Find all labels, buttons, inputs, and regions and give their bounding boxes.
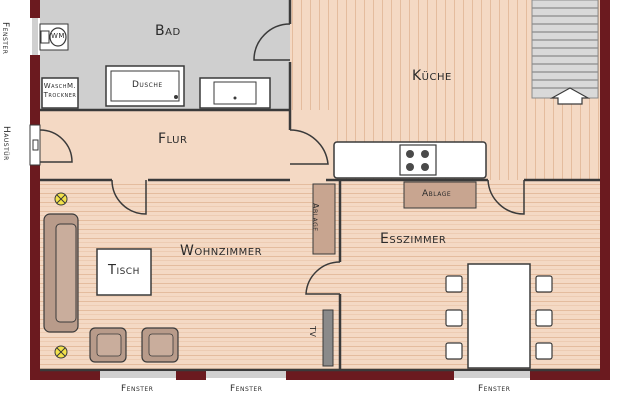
stairs-arrow-icon <box>549 87 591 105</box>
window-label-bottom-1: Fenster <box>121 384 154 394</box>
washer-dryer-label: WaschM. Trockner <box>42 82 78 100</box>
sink-unit <box>199 77 271 109</box>
wall-shelf <box>312 183 336 255</box>
dining-chairs <box>445 275 553 360</box>
outer-walls <box>30 0 610 380</box>
dining-table <box>467 263 531 369</box>
toilet <box>39 23 69 51</box>
front-door-label[interactable]: Haustür <box>1 126 11 161</box>
washer-dryer-label-line2: Trockner <box>43 91 77 99</box>
tv-unit <box>322 309 334 367</box>
hallway-floor <box>40 110 330 180</box>
kitchen-sideboard-label: Ablage <box>422 189 452 199</box>
living-room-floor <box>40 180 340 370</box>
light-icon <box>54 192 68 206</box>
window-label-left: Fenster <box>0 22 10 55</box>
coffee-table <box>96 248 152 296</box>
door-swings <box>39 23 525 295</box>
tv-label: TV <box>308 326 317 338</box>
kitchen-sideboard <box>403 181 477 209</box>
inner-walls <box>40 0 600 372</box>
armchairs <box>89 327 179 363</box>
room-label-kitchen: Küche <box>412 68 452 84</box>
light-icon <box>54 345 68 359</box>
stairs <box>531 0 599 105</box>
windows <box>32 18 530 378</box>
window-label-bottom-3: Fenster <box>478 384 511 394</box>
room-label-bathroom: Bad <box>155 23 181 39</box>
room-label-dining-room: Esszimmer <box>380 231 447 247</box>
table-label: Tisch <box>108 263 140 278</box>
shower <box>105 65 185 107</box>
washer-dryer-label-line1: WaschM. <box>43 82 77 90</box>
shower-label: Dusche <box>132 80 163 90</box>
wm-badge: WM <box>51 32 65 40</box>
front-door[interactable] <box>29 124 41 166</box>
stove <box>399 144 437 176</box>
washer-dryer <box>41 77 79 109</box>
wall-shelf-label: Ablage <box>311 203 320 232</box>
sofa <box>43 213 79 333</box>
room-label-living-room: Wohnzimmer <box>180 243 263 259</box>
room-label-hallway: Flur <box>158 131 188 147</box>
window-label-bottom-2: Fenster <box>230 384 263 394</box>
